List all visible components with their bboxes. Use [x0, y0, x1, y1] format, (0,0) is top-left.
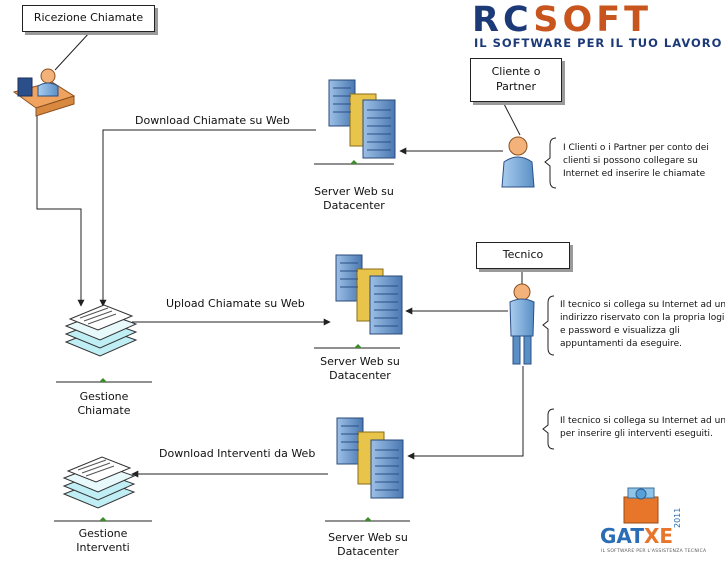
rcsoft-tagline: IL SOFTWARE PER IL TUO LAVORO — [474, 36, 723, 50]
cliente-label-line2: Partner — [496, 80, 536, 93]
documents-icon-interventi — [62, 456, 136, 509]
gestione-chiamate-label: Gestione Chiamate — [77, 390, 131, 417]
gatxe-logo-graphic — [623, 487, 659, 524]
gatxe-tagline: IL SOFTWARE PER L'ASSISTENZA TECNICA — [601, 549, 707, 554]
edge-label-download-interventi: Download Interventi da Web — [159, 447, 316, 460]
server-label-3: Server Web su Datacenter — [328, 531, 408, 558]
server-label-2: Server Web su Datacenter — [320, 355, 400, 382]
gestione-interventi-label: Gestione Interventi — [76, 527, 130, 554]
rcsoft-logo: RCSOFT — [472, 0, 653, 40]
edge-label-download-chiamate: Download Chiamate su Web — [135, 114, 290, 127]
baseline-markers — [99, 160, 372, 521]
edge-ricezione-gestione — [36, 111, 85, 307]
server-icon-2 — [335, 254, 403, 335]
edge-tecnico-server3 — [407, 366, 524, 460]
receptionist-icon — [12, 68, 76, 117]
server-icon-1 — [328, 79, 396, 159]
tecnico-box: Tecnico — [476, 242, 570, 269]
connectors — [36, 31, 524, 478]
cliente-person-icon — [501, 136, 535, 188]
tecnico-label: Tecnico — [502, 248, 544, 262]
edge-label-upload-chiamate: Upload Chiamate su Web — [166, 297, 305, 310]
note-brackets — [542, 137, 557, 450]
note-cliente: I Clienti o i Partner per conto dei clie… — [563, 143, 709, 180]
note-tecnico-appuntamenti: Il tecnico si collega su Internet ad un … — [560, 300, 725, 350]
tecnico-person-icon — [509, 283, 535, 365]
note-tecnico-interventi: Il tecnico si collega su Internet ad un … — [560, 416, 725, 440]
server-label-1: Server Web su Datacenter — [314, 185, 394, 212]
gatxe-year: 2011 — [673, 507, 682, 528]
cliente-label-line1: Cliente o — [491, 65, 541, 79]
ricezione-chiamate-label: Ricezione Chiamate — [33, 11, 144, 25]
gatxe-logo-text: GATXE — [600, 524, 674, 548]
server-icon-3 — [336, 417, 404, 499]
ricezione-chiamate-box: Ricezione Chiamate — [22, 5, 155, 32]
documents-icon-chiamate — [64, 304, 138, 357]
edge-server1-gestione — [99, 129, 316, 307]
cliente-partner-box: Cliente o Partner — [470, 58, 562, 102]
